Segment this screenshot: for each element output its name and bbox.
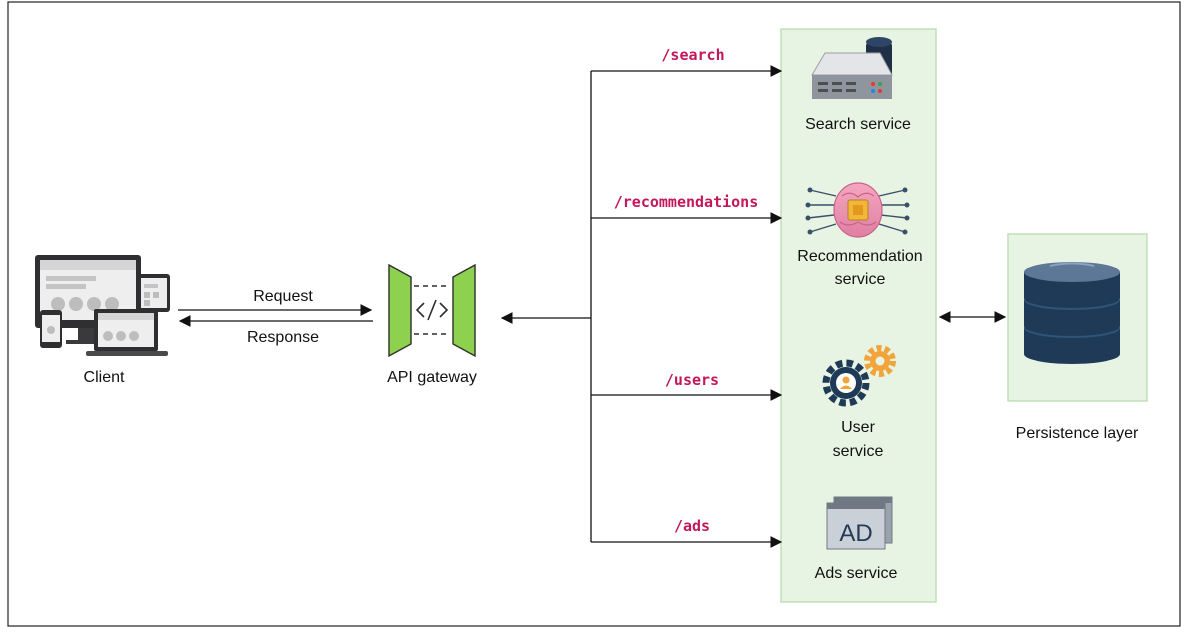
recommendation-service-label-line1: Recommendation [797, 248, 922, 265]
recommendation-service-label-line2: service [835, 271, 886, 288]
ads-service-label: Ads service [815, 565, 898, 582]
search-service-label: Search service [805, 116, 911, 133]
brain-chip-icon [805, 182, 910, 238]
ads-route-label: /ads [674, 517, 710, 535]
database-icon [1024, 262, 1120, 364]
api-gateway-label: API gateway [387, 369, 477, 386]
devices-icon [35, 255, 170, 356]
user-service-label-line2: service [833, 443, 884, 460]
diagram-border [7, 1, 1181, 627]
request-label: Request [253, 288, 313, 305]
users-route-label: /users [665, 371, 719, 389]
api-gateway-icon [388, 263, 476, 358]
response-label: Response [247, 329, 319, 346]
user-gears-icon [822, 345, 896, 407]
persistence-layer-label: Persistence layer [1016, 425, 1139, 442]
ad-icon: AD [826, 496, 893, 550]
ad-icon-text: AD [839, 520, 872, 547]
recommendations-route-label: /recommendations [614, 193, 759, 211]
client-label: Client [84, 369, 125, 386]
server-database-icon [811, 37, 893, 99]
search-route-label: /search [661, 46, 724, 64]
user-service-label-line1: User [841, 419, 875, 436]
